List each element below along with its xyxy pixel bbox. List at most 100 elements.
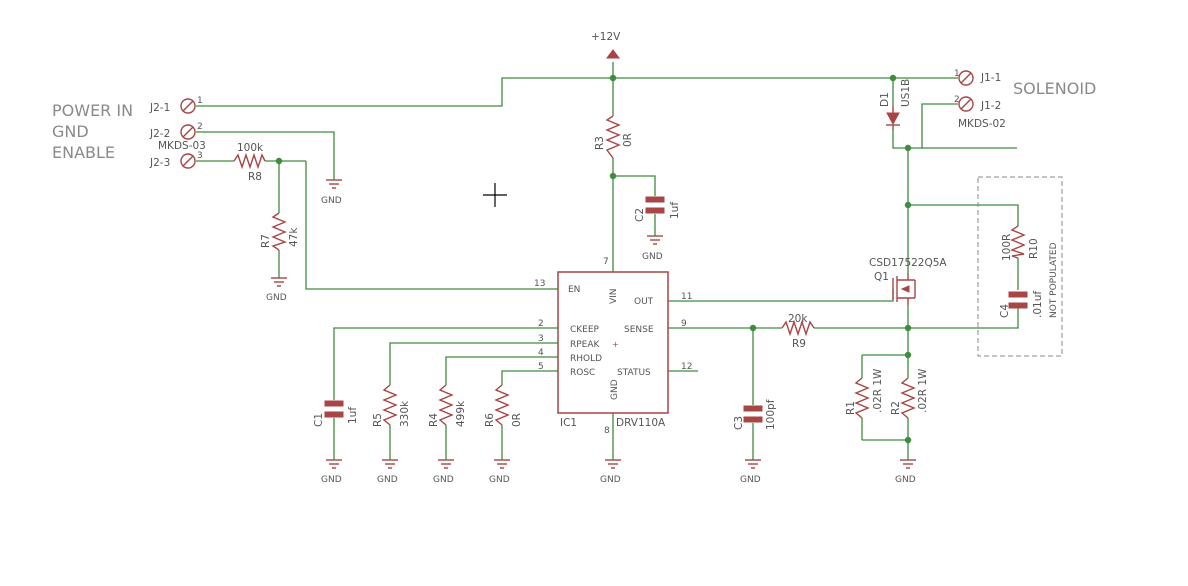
svg-text:1: 1 xyxy=(954,69,960,79)
wires xyxy=(196,62,1019,460)
svg-text:5: 5 xyxy=(538,362,544,372)
svg-text:R2: R2 xyxy=(890,401,902,415)
svg-text:C2: C2 xyxy=(634,208,646,222)
supply-label: +12V xyxy=(591,31,621,43)
junction-dots xyxy=(275,74,912,444)
svg-text:11: 11 xyxy=(681,292,692,302)
svg-text:R6: R6 xyxy=(484,413,496,427)
gnd-j2: GND xyxy=(321,179,342,206)
svg-text:100pf: 100pf xyxy=(765,399,777,430)
gnd-shunt: GND xyxy=(895,459,916,485)
svg-text:100R: 100R xyxy=(1001,234,1013,261)
svg-text:EN: EN xyxy=(568,285,580,295)
svg-text:ROSC: ROSC xyxy=(570,368,595,378)
svg-text:GND: GND xyxy=(600,475,621,485)
svg-text:499k: 499k xyxy=(455,400,467,427)
svg-text:R9: R9 xyxy=(792,338,806,350)
svg-text:R4: R4 xyxy=(428,413,440,427)
capacitor-c3: C3 100pf xyxy=(733,399,777,430)
svg-text:C3: C3 xyxy=(733,416,745,430)
svg-text:1uf: 1uf xyxy=(669,202,681,219)
svg-text:7: 7 xyxy=(603,257,609,267)
j1-part: MKDS-02 xyxy=(958,118,1006,130)
svg-text:SENSE: SENSE xyxy=(624,325,654,335)
svg-text:9: 9 xyxy=(681,319,687,329)
j2-part: MKDS-03 xyxy=(158,140,206,152)
svg-text:3: 3 xyxy=(197,151,203,161)
j2-3-label: J2-3 xyxy=(149,157,170,169)
note-gnd: GND xyxy=(52,122,89,141)
resistor-r3: R3 0R xyxy=(594,115,634,159)
svg-text:0R: 0R xyxy=(511,413,523,427)
svg-text:2: 2 xyxy=(538,319,544,329)
svg-text:GND: GND xyxy=(895,475,916,485)
svg-text:GND: GND xyxy=(321,196,342,206)
svg-text:GND: GND xyxy=(489,475,510,485)
connector-j2: J2-1 J2-2 J2-3 1 2 3 MKDS-03 xyxy=(149,96,206,169)
j2-2-label: J2-2 xyxy=(149,128,170,140)
svg-text:R5: R5 xyxy=(372,413,384,427)
j1-1-label: J1-1 xyxy=(980,72,1001,84)
capacitor-c2: C2 1uf xyxy=(634,196,681,222)
ic1-drv110a: EN VIN OUT CKEEP RPEAK RHOLD ROSC SENSE … xyxy=(534,257,692,436)
svg-text:47k: 47k xyxy=(288,227,300,247)
svg-text:GND: GND xyxy=(377,475,398,485)
note-enable: ENABLE xyxy=(52,143,115,162)
gnd-c1: GND xyxy=(321,459,342,485)
resistor-r10: 100R R10 xyxy=(1001,225,1040,261)
svg-text:D1: D1 xyxy=(879,92,891,107)
gnd-c3: GND xyxy=(740,459,761,485)
resistor-r4: R4 499k xyxy=(428,384,467,427)
svg-text:Q1: Q1 xyxy=(874,271,889,283)
capacitor-c4: C4 .01uf xyxy=(999,291,1044,318)
svg-text:1: 1 xyxy=(197,96,203,106)
supply-12v: +12V xyxy=(591,31,621,59)
svg-text:CSD17522Q5A: CSD17522Q5A xyxy=(869,257,947,269)
diode-d1: D1 US1B xyxy=(879,79,912,130)
svg-text:C4: C4 xyxy=(999,304,1011,318)
resistor-r2: R2 .02R 1W xyxy=(890,368,929,419)
svg-text:8: 8 xyxy=(604,426,610,436)
svg-text:.02R 1W: .02R 1W xyxy=(917,368,929,413)
svg-text:.01uf: .01uf xyxy=(1032,291,1044,318)
resistor-r5: R5 330k xyxy=(372,384,411,427)
gnd-ic1: GND xyxy=(600,459,621,485)
svg-text:R10: R10 xyxy=(1028,238,1040,259)
svg-text:1uf: 1uf xyxy=(347,407,359,424)
j1-2-label: J1-2 xyxy=(980,100,1001,112)
ground-symbols: GND GND GND GND GND GND GND GND GND GND xyxy=(266,179,916,485)
connector-j1: J1-1 J1-2 1 2 MKDS-02 xyxy=(954,69,1006,130)
resistor-r8: 100k R8 xyxy=(233,142,266,183)
svg-text:+: + xyxy=(612,340,619,349)
svg-text:R3: R3 xyxy=(594,136,606,150)
svg-text:GND: GND xyxy=(740,475,761,485)
svg-text:US1B: US1B xyxy=(900,79,912,107)
svg-text:RPEAK: RPEAK xyxy=(570,340,601,350)
svg-text:100k: 100k xyxy=(237,142,264,154)
svg-text:CKEEP: CKEEP xyxy=(570,325,600,335)
svg-text:3: 3 xyxy=(538,334,544,344)
notes: POWER IN GND ENABLE SOLENOID NOT POPULAT… xyxy=(52,79,1096,357)
svg-text:4: 4 xyxy=(538,348,544,358)
svg-text:GND: GND xyxy=(433,475,454,485)
svg-text:GND: GND xyxy=(321,475,342,485)
svg-text:GND: GND xyxy=(266,293,287,303)
gnd-r6: GND xyxy=(489,459,510,485)
svg-text:GND: GND xyxy=(610,379,620,400)
resistor-r6: R6 0R xyxy=(484,384,523,427)
svg-text:VIN: VIN xyxy=(609,288,619,304)
j2-1-label: J2-1 xyxy=(149,102,170,114)
not-populated-box xyxy=(977,176,1063,357)
svg-text:12: 12 xyxy=(681,362,692,372)
note-solenoid: SOLENOID xyxy=(1013,79,1096,98)
svg-text:R1: R1 xyxy=(845,401,857,415)
resistor-r7: R7 47k xyxy=(260,212,300,251)
svg-text:GND: GND xyxy=(642,252,663,262)
svg-text:20k: 20k xyxy=(788,313,808,325)
svg-text:2: 2 xyxy=(197,122,203,132)
svg-text:330k: 330k xyxy=(399,400,411,427)
resistor-r1: R1 .02R 1W xyxy=(845,368,884,419)
svg-text:13: 13 xyxy=(534,279,545,289)
svg-text:2: 2 xyxy=(954,95,960,105)
